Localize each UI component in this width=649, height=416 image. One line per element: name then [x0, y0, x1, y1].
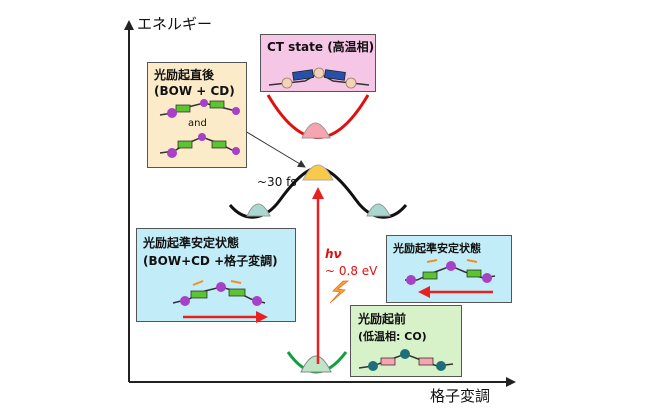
relaxation-arrow [239, 127, 306, 168]
immediate-after-subtitle: (BOW + CD) [154, 84, 235, 98]
x-axis-label: 格子変調 [430, 387, 491, 405]
immediate-after-box: 光励起直後 (BOW + CD) and [147, 62, 247, 168]
metastable-left-title: 光励起準安定状態 [143, 236, 240, 250]
immediate-molecule-chains [159, 99, 240, 158]
and-label: and [188, 118, 207, 129]
ground-wavepacket [300, 355, 332, 373]
excited-top-wavepacket [302, 164, 334, 181]
metastable-right-chain [405, 259, 496, 298]
before-excitation-title: 光励起前 [358, 312, 407, 326]
excited-right-wavepacket [366, 203, 391, 217]
y-axis-label: エネルギー [137, 15, 213, 33]
immediate-after-title: 光励起直後 [154, 68, 215, 82]
metastable-left-subtitle: (BOW+CD +格子変調) [143, 254, 278, 268]
metastable-left-box: 光励起準安定状態 (BOW+CD +格子変調) [136, 228, 296, 323]
photon-symbol: hν [325, 247, 342, 261]
before-excitation-subtitle: (低温相: CO) [358, 330, 427, 343]
before-excitation-chain [358, 349, 454, 371]
ct-state-label: CT state (高温相) [267, 40, 375, 54]
metastable-right-title: 光励起準安定状態 [393, 242, 481, 255]
ct-molecule-chain [268, 67, 370, 89]
metastable-right-box: 光励起準安定状態 [386, 235, 512, 303]
metastable-left-chain [172, 280, 268, 323]
ct-state-box: CT state (高温相) [260, 34, 376, 92]
excitation-energy: ~ 0.8 eV [325, 264, 378, 278]
lightning-icon [329, 280, 350, 304]
before-excitation-box: 光励起前 (低温相: CO) [350, 305, 462, 377]
ct-wavepacket [301, 122, 331, 139]
excited-left-wavepacket [246, 203, 271, 217]
time-label: ~30 fs [257, 175, 297, 189]
